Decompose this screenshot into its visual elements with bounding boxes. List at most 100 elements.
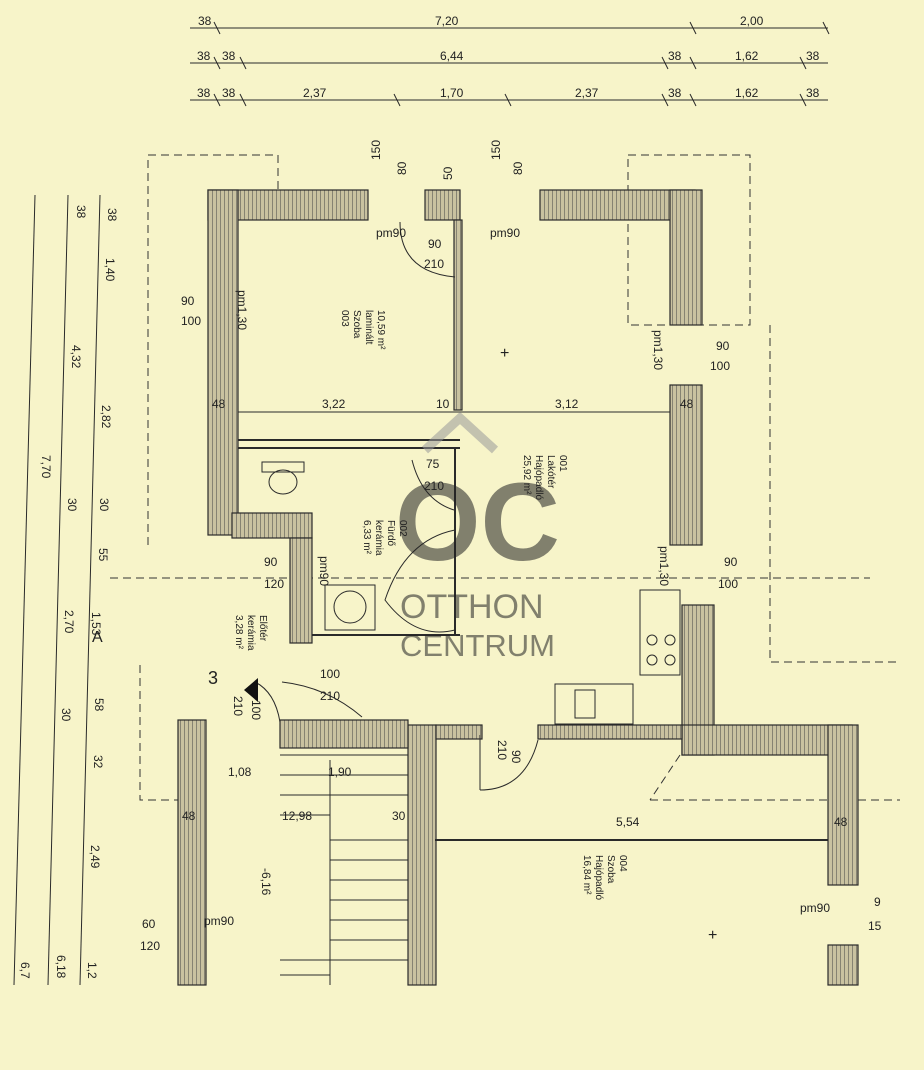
svg-text:6,33 m²: 6,33 m² bbox=[361, 520, 372, 555]
svg-text:38: 38 bbox=[806, 86, 820, 100]
svg-text:55: 55 bbox=[96, 548, 110, 562]
svg-text:38: 38 bbox=[806, 49, 820, 63]
left-dims-col1: 7,70 6,7 bbox=[18, 455, 53, 979]
svg-text:38: 38 bbox=[197, 49, 211, 63]
markers: A 3 + + bbox=[92, 345, 717, 944]
section-marker: A bbox=[92, 629, 103, 646]
svg-text:90: 90 bbox=[181, 294, 195, 308]
svg-text:2,00: 2,00 bbox=[740, 14, 764, 28]
svg-text:Szoba: Szoba bbox=[605, 855, 616, 884]
svg-text:210: 210 bbox=[424, 479, 444, 493]
svg-text:210: 210 bbox=[231, 696, 245, 716]
svg-text:pm1,30: pm1,30 bbox=[235, 290, 249, 330]
svg-text:38: 38 bbox=[222, 86, 236, 100]
svg-text:10,59 m²: 10,59 m² bbox=[375, 310, 386, 350]
top-dims-row1: 38 7,20 2,00 bbox=[198, 14, 764, 28]
svg-text:1,90: 1,90 bbox=[328, 765, 352, 779]
svg-text:-6,16: -6,16 bbox=[259, 868, 273, 896]
svg-text:1,08: 1,08 bbox=[228, 765, 252, 779]
door-swings bbox=[254, 221, 539, 791]
svg-text:9: 9 bbox=[874, 895, 881, 909]
svg-text:Fürdő: Fürdő bbox=[385, 520, 396, 547]
otthon-centrum-watermark: OC OTTHON CENTRUM bbox=[395, 411, 560, 663]
svg-text:80: 80 bbox=[511, 161, 525, 175]
dimension-lines bbox=[13, 21, 830, 986]
watermark-line2: CENTRUM bbox=[400, 628, 555, 663]
svg-text:75: 75 bbox=[426, 457, 440, 471]
svg-text:Lakótér: Lakótér bbox=[545, 455, 556, 489]
svg-text:pm1,30: pm1,30 bbox=[651, 330, 665, 370]
svg-text:6,7: 6,7 bbox=[18, 962, 32, 979]
svg-text:90: 90 bbox=[716, 339, 730, 353]
stair-number: 3 bbox=[208, 668, 218, 688]
svg-text:90: 90 bbox=[724, 555, 738, 569]
svg-text:100: 100 bbox=[710, 359, 730, 373]
svg-text:150: 150 bbox=[369, 140, 383, 160]
svg-text:004: 004 bbox=[617, 855, 628, 872]
svg-text:6,18: 6,18 bbox=[54, 955, 68, 979]
svg-text:+: + bbox=[500, 345, 509, 362]
svg-text:38: 38 bbox=[198, 14, 212, 28]
fixtures bbox=[261, 461, 681, 725]
svg-text:1,62: 1,62 bbox=[735, 86, 759, 100]
house-roof-icon bbox=[421, 411, 499, 454]
svg-text:1,70: 1,70 bbox=[440, 86, 464, 100]
svg-text:150: 150 bbox=[489, 140, 503, 160]
svg-text:32: 32 bbox=[91, 755, 105, 769]
staircase bbox=[280, 754, 408, 985]
svg-text:3,22: 3,22 bbox=[322, 397, 346, 411]
svg-text:1,2: 1,2 bbox=[85, 962, 99, 979]
svg-text:3,28 m²: 3,28 m² bbox=[233, 615, 244, 650]
svg-text:2,37: 2,37 bbox=[575, 86, 599, 100]
svg-text:38: 38 bbox=[197, 86, 211, 100]
svg-text:4,32: 4,32 bbox=[69, 345, 83, 369]
watermark-logo: OC bbox=[395, 461, 560, 584]
top-dims-row2: 38 38 6,44 38 1,62 38 bbox=[197, 49, 820, 63]
svg-text:100: 100 bbox=[718, 577, 738, 591]
svg-text:+: + bbox=[708, 927, 717, 944]
svg-text:10: 10 bbox=[436, 397, 450, 411]
svg-text:2,49: 2,49 bbox=[88, 845, 102, 869]
left-dims-col3: 38 1,40 2,82 30 55 58 32 2,49 1,2 bbox=[85, 208, 119, 979]
svg-text:38: 38 bbox=[668, 49, 682, 63]
room-001-label: 001 Lakótér Hajópadló 25,92 m² bbox=[521, 455, 568, 500]
svg-text:48: 48 bbox=[680, 397, 694, 411]
svg-text:pm1,30: pm1,30 bbox=[657, 546, 671, 586]
svg-text:30: 30 bbox=[59, 708, 73, 722]
svg-text:pm90: pm90 bbox=[800, 901, 830, 915]
svg-text:90: 90 bbox=[264, 555, 278, 569]
svg-text:003: 003 bbox=[339, 310, 350, 327]
top-dims-row3: 38 38 2,37 1,70 2,37 38 1,62 38 bbox=[197, 86, 820, 100]
svg-text:Hajópadló: Hajópadló bbox=[593, 855, 604, 900]
svg-text:pm90: pm90 bbox=[376, 226, 406, 240]
svg-text:002: 002 bbox=[397, 520, 408, 537]
walls bbox=[177, 189, 859, 986]
svg-text:30: 30 bbox=[392, 809, 406, 823]
svg-text:pm90: pm90 bbox=[317, 556, 331, 586]
svg-text:210: 210 bbox=[320, 689, 340, 703]
svg-text:100: 100 bbox=[320, 667, 340, 681]
svg-text:90: 90 bbox=[509, 750, 523, 764]
svg-text:2,82: 2,82 bbox=[99, 405, 113, 429]
svg-text:Szoba: Szoba bbox=[351, 310, 362, 339]
svg-text:2,37: 2,37 bbox=[303, 86, 327, 100]
svg-text:90: 90 bbox=[428, 237, 442, 251]
room-003-label: 003 Szoba laminált 10,59 m² bbox=[339, 310, 386, 350]
svg-text:120: 120 bbox=[140, 939, 160, 953]
svg-text:38: 38 bbox=[668, 86, 682, 100]
svg-text:48: 48 bbox=[212, 397, 226, 411]
north-arrow-icon bbox=[244, 678, 258, 702]
room-004-label: 004 Szoba Hajópadló 16,84 m² bbox=[581, 855, 628, 900]
left-dims-col2: 38 4,32 30 2,70 30 6,18 bbox=[54, 205, 88, 979]
svg-text:25,92 m²: 25,92 m² bbox=[521, 455, 532, 495]
room-002-label: 002 Fürdő kerámia 6,33 m² bbox=[361, 520, 408, 556]
svg-text:48: 48 bbox=[834, 815, 848, 829]
svg-text:100: 100 bbox=[249, 700, 263, 720]
svg-text:210: 210 bbox=[424, 257, 444, 271]
svg-text:1,40: 1,40 bbox=[103, 258, 117, 282]
svg-text:120: 120 bbox=[264, 577, 284, 591]
svg-text:50: 50 bbox=[441, 166, 455, 180]
interior-dims: 3,22 10 3,12 48 48 5,54 48 1,08 1,90 48 … bbox=[89, 397, 848, 896]
svg-text:pm90: pm90 bbox=[490, 226, 520, 240]
